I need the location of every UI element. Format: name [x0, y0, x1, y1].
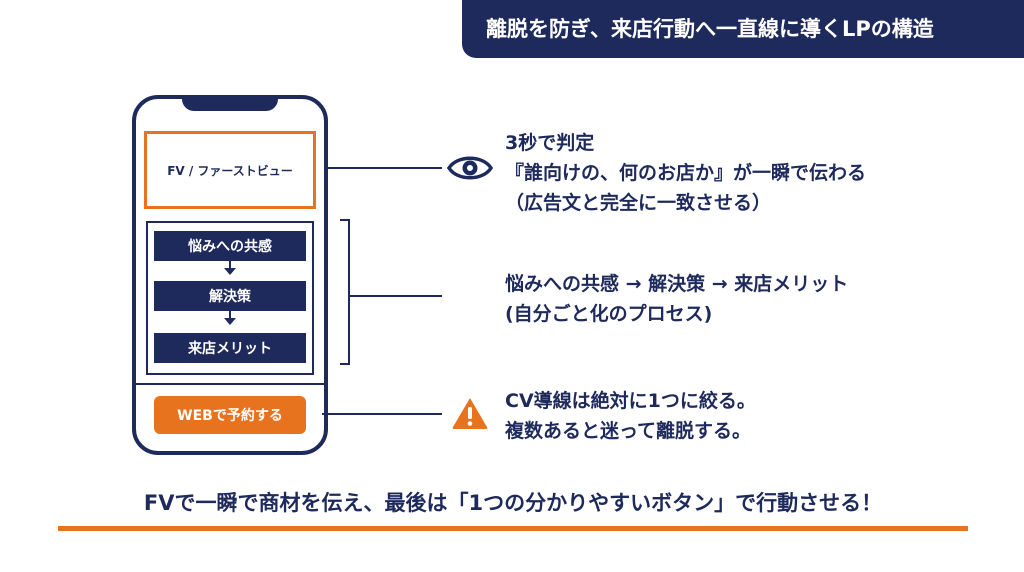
cv-description-line: 複数あると迷って離脱する。: [505, 420, 752, 442]
cv-description: CV導線は絶対に1つに絞る。 複数あると迷って離脱する。: [505, 386, 756, 446]
flow-step-label: 解決策: [209, 289, 251, 305]
fv-description-line: （広告文と完全に一致させる）: [505, 192, 772, 214]
footer-summary: FVで一瞬で商材を伝え、最後は「1つの分かりやすいボタン」で行動させる！: [60, 486, 966, 520]
fv-description-line: 3秒で判定: [505, 132, 595, 154]
fv-description-line: 『誰向けの、何のお店か』が一瞬で伝わる: [505, 162, 867, 184]
eye-icon: [447, 156, 493, 180]
flow-description-line: 悩みへの共感 → 解決策 → 来店メリット: [505, 273, 849, 295]
flow-arrow-stem: [229, 261, 231, 268]
flow-arrow-stem: [229, 311, 231, 318]
phone-notch: [182, 95, 278, 111]
cv-connector: [322, 413, 442, 415]
flow-description: 悩みへの共感 → 解決策 → 来店メリット (自分ごと化のプロセス): [505, 269, 848, 329]
flow-step-solution: 解決策: [154, 281, 306, 311]
flow-step-benefit: 来店メリット: [154, 333, 306, 363]
phone-mockup: FV / ファーストビュー 悩みへの共感 解決策 来店メリット WEBで予約する: [132, 95, 328, 455]
header-title: 離脱を防ぎ、来店行動へ一直線に導くLPの構造: [486, 17, 934, 41]
flow-step-label: 悩みへの共感: [188, 239, 272, 255]
flow-step-empathy: 悩みへの共感: [154, 231, 306, 261]
fv-section: FV / ファーストビュー: [144, 131, 316, 209]
flow-description-line: (自分ごと化のプロセス): [505, 303, 713, 325]
warning-icon: [452, 398, 488, 429]
web-reserve-button[interactable]: WEBで予約する: [154, 396, 306, 434]
flow-bracket: [340, 219, 350, 365]
phone-divider: [136, 383, 324, 385]
footer-underline: [58, 526, 968, 531]
flow-section: 悩みへの共感 解決策 来店メリット: [146, 221, 314, 375]
web-reserve-button-label: WEBで予約する: [177, 408, 283, 424]
fv-label: FV / ファーストビュー: [167, 163, 293, 178]
header-banner: 離脱を防ぎ、来店行動へ一直線に導くLPの構造: [462, 0, 1024, 58]
cv-description-line: CV導線は絶対に1つに絞る。: [505, 390, 756, 412]
arrow-down-icon: [224, 318, 236, 325]
arrow-down-icon: [224, 268, 236, 275]
fv-connector: [326, 167, 442, 169]
flow-connector: [350, 295, 442, 297]
footer-text: FVで一瞬で商材を伝え、最後は「1つの分かりやすいボタン」で行動させる！: [143, 491, 883, 515]
flow-step-label: 来店メリット: [188, 341, 272, 357]
fv-description: 3秒で判定 『誰向けの、何のお店か』が一瞬で伝わる （広告文と完全に一致させる）: [505, 128, 866, 218]
